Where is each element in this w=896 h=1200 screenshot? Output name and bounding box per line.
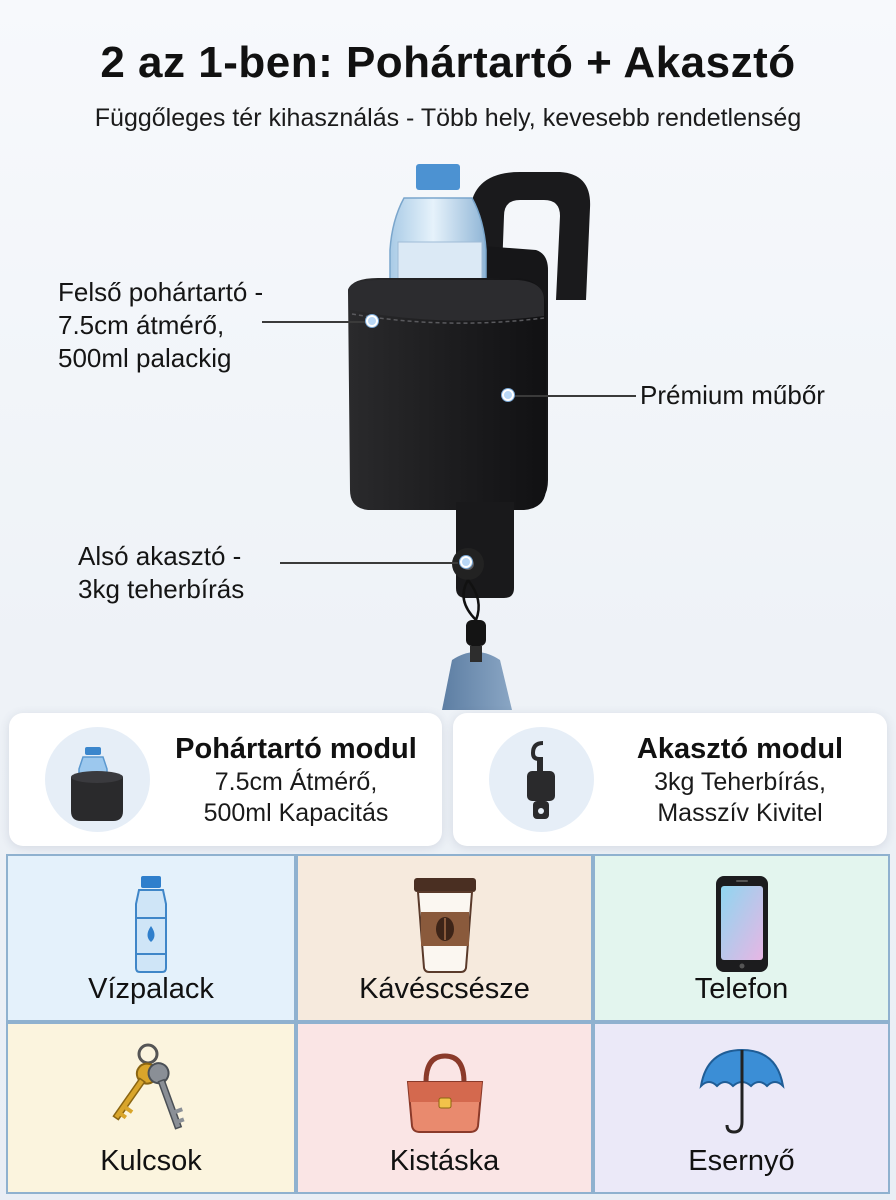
callout-hook-line1: Alsó akasztó - [78, 541, 242, 571]
use-phone: Telefon [593, 854, 890, 1022]
module-hook: Akasztó modul 3kg Teherbírás, Masszív Ki… [453, 713, 887, 846]
use-umbrella: Esernyő [593, 1022, 890, 1194]
use-handbag-label: Kistáska [389, 1145, 500, 1177]
callout-material: Prémium műbőr [640, 379, 825, 412]
callout-top-cup-line2: 7.5cm átmérő, [58, 310, 225, 340]
callout-top-cup-line1: Felső pohártartó - [58, 277, 264, 307]
callout-top-cup: Felső pohártartó - 7.5cm átmérő, 500ml p… [58, 276, 263, 375]
module-hook-desc1: 3kg Teherbírás, [654, 768, 826, 796]
use-umbrella-label: Esernyő [688, 1145, 795, 1177]
callout-hook-line2: 3kg teherbírás [78, 574, 245, 604]
module-cup-holder: Pohártartó modul 7.5cm Átmérő, 500ml Kap… [9, 713, 442, 846]
use-phone-label: Telefon [694, 973, 789, 1005]
use-coffee-cup-label: Kávéscsésze [359, 973, 530, 1005]
phone-icon [714, 874, 770, 979]
callout-top-cup-dot [366, 315, 378, 327]
page-subtitle: Függőleges tér kihasználás - Több hely, … [94, 104, 802, 132]
product-illustration: 500ml [348, 164, 591, 710]
use-cases-grid: Vízpalack Kávéscsésze [6, 854, 890, 1194]
module-hook-desc2: Masszív Kivitel [657, 799, 823, 827]
handbag-icon [400, 1048, 490, 1143]
umbrella-icon [697, 1046, 787, 1141]
use-water-bottle-label: Vízpalack [88, 973, 214, 1005]
module-cup-holder-desc1: 7.5cm Átmérő, [214, 768, 378, 796]
product-hero: 500ml Felső pohártartó - 7.5cm átmérő, 5… [0, 150, 896, 710]
use-handbag: Kistáska [296, 1022, 593, 1194]
module-cup-holder-title: Pohártartó modul [175, 733, 417, 765]
keys-icon [106, 1042, 196, 1147]
callout-hook-dot [460, 556, 472, 568]
callout-hook-line [280, 562, 458, 564]
cup-holder-icon [45, 727, 150, 832]
callout-material-line [512, 395, 636, 397]
callout-hook: Alsó akasztó - 3kg teherbírás [78, 540, 244, 606]
coffee-cup-icon [410, 874, 480, 979]
page-title: 2 az 1-ben: Pohártartó + Akasztó [100, 38, 796, 87]
water-bottle-icon [126, 874, 176, 979]
use-water-bottle: Vízpalack [6, 854, 296, 1022]
callout-top-cup-line3: 500ml palackig [58, 343, 232, 373]
use-keys-label: Kulcsok [100, 1145, 202, 1177]
use-coffee-cup: Kávéscsésze [296, 854, 593, 1022]
module-cup-holder-desc2: 500ml Kapacitás [203, 799, 389, 827]
hook-icon [489, 727, 594, 832]
module-hook-title: Akasztó modul [636, 733, 844, 765]
callout-material-text: Prémium műbőr [640, 380, 825, 410]
use-keys: Kulcsok [6, 1022, 296, 1194]
callout-material-dot [502, 389, 514, 401]
callout-top-cup-line [262, 321, 370, 323]
